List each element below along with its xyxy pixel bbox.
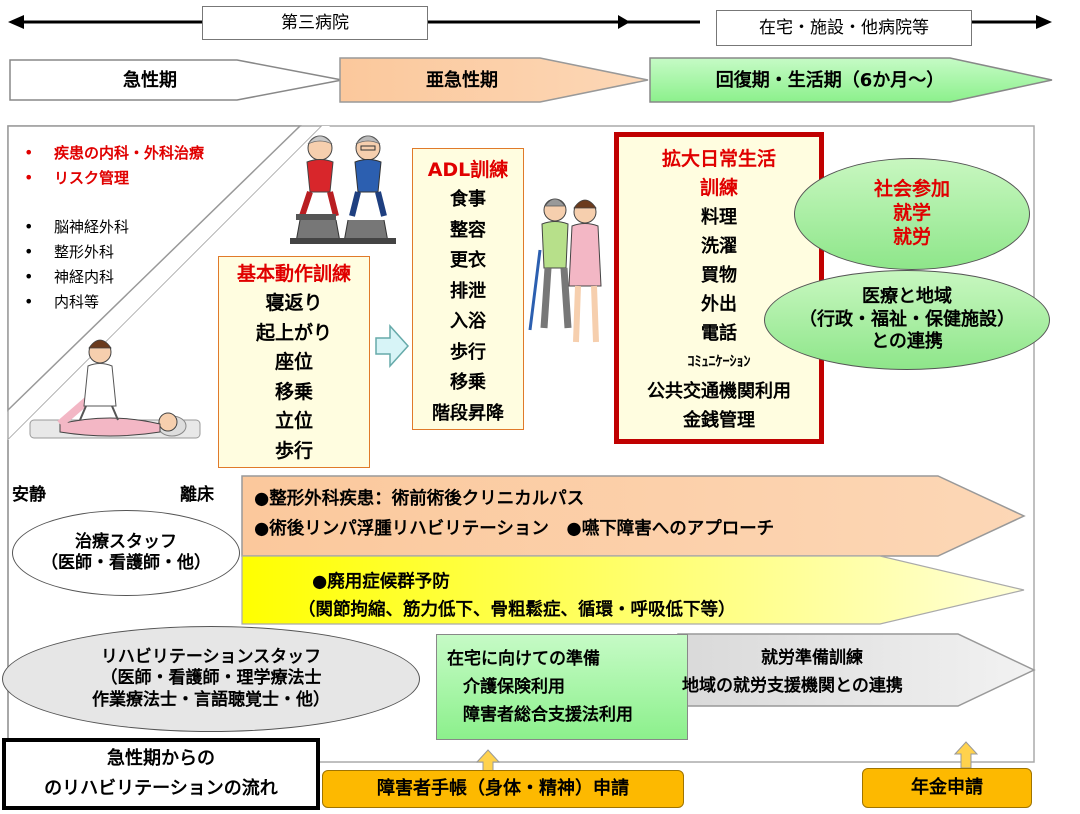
adl-training-box: ADL訓練 食事 整容 更衣 排泄 入浴 歩行 移乗 階段昇降: [412, 148, 524, 430]
list-item: 歩行: [450, 341, 486, 363]
list-item: 座位: [274, 351, 313, 373]
list-item: 起上がり: [255, 321, 332, 344]
bullet: •: [24, 143, 34, 162]
cyan-arrow: [375, 324, 410, 368]
list-item: 電話: [701, 323, 737, 344]
basic-training-title: 基本動作訓練: [236, 263, 351, 285]
extended-adl-title-2: 訓練: [699, 177, 738, 199]
disability-certificate-box: 障害者手帳（身体・精神）申請: [322, 770, 684, 808]
orange-arrow-line: ●術後リンパ浮腫リハビリテーション ●嚥下障害へのアプローチ: [254, 519, 775, 539]
phase-subacute: 亜急性期: [426, 70, 498, 91]
list-item: 更衣: [450, 250, 486, 271]
orange-arrow-text: ●整形外科疾患：術前術後クリニカルパス ●術後リンパ浮腫リハビリテーション ●嚥…: [254, 484, 774, 544]
regional-line: 医療と地域: [862, 286, 952, 308]
treatment-staff-line: 治療スタッフ: [75, 531, 177, 552]
list-item: 立位: [274, 410, 313, 432]
social-participation-ellipse: 社会参加 就学 就労: [794, 158, 1030, 270]
bullet: •: [24, 168, 34, 187]
list-item: • 疾患の内科・外科治療: [14, 140, 204, 165]
extended-adl-title: 拡大日常生活: [661, 148, 776, 170]
community-label: 在宅・施設・他病院等: [716, 10, 972, 46]
list-item: 公共交通機関利用: [647, 381, 791, 402]
flow-title-line: のリハビリテーションの流れ: [44, 778, 278, 799]
regional-cooperation-ellipse: 医療と地域 （行政・福祉・保健施設） との連携: [764, 270, 1050, 370]
orange-arrow-line: ●整形外科疾患：術前術後クリニカルパス: [254, 489, 585, 509]
treatment-staff-ellipse: 治療スタッフ （医師・看護師・他）: [12, 510, 240, 596]
acute-staircase: [7, 125, 302, 412]
list-item: 移乗: [274, 380, 313, 403]
social-line: 就労: [892, 225, 931, 248]
extended-adl-box: 拡大日常生活 訓練 料理 洗濯 買物 外出 電話 ｺﾐｭﾆｹｰｼｮﾝ 公共交通機…: [614, 132, 824, 444]
home-preparation-box: 在宅に向けての準備 介護保険利用 障害者総合支援法利用: [436, 634, 688, 740]
list-item: 洗濯: [701, 236, 737, 257]
up-arrow-right: [953, 741, 979, 769]
ambulation-label: 離床: [180, 485, 214, 505]
social-line: 社会参加: [873, 178, 950, 201]
list-item: 整容: [450, 219, 486, 241]
list-item: • 整形外科: [14, 239, 129, 264]
yellow-arrow-line: ●廃用症候群予防: [312, 572, 450, 592]
list-item: 歩行: [274, 439, 313, 462]
rehab-staff-ellipse: リハビリテーションスタッフ （医師・看護師・理学療法士 作業療法士・言語聴覚士・…: [2, 626, 420, 732]
regional-line: との連携: [871, 331, 943, 353]
list-item: • 脳神経外科: [14, 214, 129, 239]
phase-recovery: 回復期・生活期（6か月～）: [715, 70, 945, 91]
flow-title-line: 急性期からの: [107, 748, 215, 769]
acute-red-list: • 疾患の内科・外科治療 • リスク管理: [14, 140, 204, 190]
adl-training-title: ADL訓練: [427, 159, 509, 181]
home-prep-item: 介護保険利用: [463, 677, 565, 697]
list-item: • リスク管理: [14, 165, 204, 190]
phase-subacute-shape: [339, 57, 649, 103]
list-item: 階段昇降: [432, 402, 504, 424]
rehab-staff-line: （医師・看護師・理学療法士: [100, 668, 322, 689]
orange-arrow-shape: [241, 475, 1026, 557]
bullet: •: [24, 292, 34, 311]
yellow-arrow-line: （関節拘縮、筋力低下、骨粗鬆症、循環・呼吸低下等）: [298, 600, 736, 620]
phase-acute-shape: [9, 59, 343, 101]
flow-title-box: 急性期からの のリハビリテーションの流れ: [2, 738, 320, 810]
regional-line: （行政・福祉・保健施設）: [799, 308, 1015, 330]
rest-label: 安静: [12, 485, 46, 505]
exercise-bike-illustration: [290, 135, 396, 244]
pension-application-box: 年金申請: [862, 768, 1032, 808]
list-item: 寝返り: [265, 292, 323, 314]
list-item: • 神経内科: [14, 264, 129, 289]
list-item: 料理: [701, 207, 737, 228]
bullet: •: [24, 242, 34, 261]
rehab-staff-line: リハビリテーションスタッフ: [100, 647, 322, 668]
employment-text: 就労準備訓練 地域の就労支援機関との連携: [682, 644, 982, 700]
bullet: •: [24, 217, 34, 236]
up-arrow-left: [475, 749, 501, 773]
list-item: ｺﾐｭﾆｹｰｼｮﾝ: [687, 354, 751, 370]
treatment-staff-line: （医師・看護師・他）: [41, 553, 211, 573]
list-item: 金銭管理: [683, 410, 755, 431]
acute-department-list: • 脳神経外科 • 整形外科 • 神経内科 • 内科等: [14, 214, 129, 314]
list-item: 排泄: [450, 280, 486, 302]
bullet: •: [24, 267, 34, 286]
home-prep-title: 在宅に向けての準備: [447, 649, 600, 669]
rehab-staff-line: 作業療法士・言語聴覚士・他）: [92, 689, 330, 710]
list-item: 移乗: [450, 372, 486, 393]
list-item: • 内科等: [14, 289, 129, 314]
employment-line: 就労準備訓練: [761, 648, 863, 668]
walking-assist-illustration: [528, 198, 602, 343]
hospital-label: 第三病院: [202, 6, 428, 40]
home-prep-item: 障害者総合支援法利用: [463, 705, 633, 725]
list-item: 外出: [701, 294, 737, 315]
list-item: 入浴: [450, 311, 486, 332]
yellow-arrow-text: ●廃用症候群予防 （関節拘縮、筋力低下、骨粗鬆症、循環・呼吸低下等）: [298, 568, 736, 624]
phase-recovery-shape: [649, 57, 1053, 103]
basic-training-box: 基本動作訓練 寝返り 起上がり 座位 移乗 立位 歩行: [218, 256, 370, 468]
list-item: 食事: [450, 189, 486, 210]
employment-line: 地域の就労支援機関との連携: [682, 676, 903, 696]
bedside-rehab-illustration: [29, 339, 201, 439]
list-item: 買物: [701, 265, 737, 286]
phase-acute: 急性期: [123, 70, 177, 91]
social-line: 就学: [892, 202, 931, 225]
